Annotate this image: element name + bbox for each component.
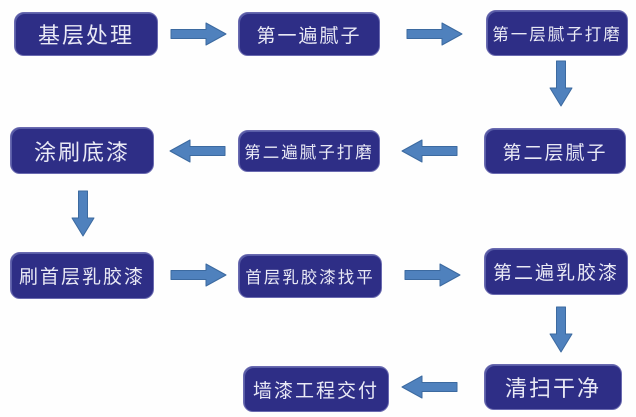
flow-node-cleanup: 清扫干净	[484, 364, 622, 410]
flow-node-first-putty-coat: 第一遍腻子	[238, 12, 380, 56]
flow-node-second-putty-sanding: 第二遍腻子打磨	[238, 130, 380, 172]
arrow-down-icon	[70, 190, 96, 238]
arrow-left-icon	[400, 374, 458, 400]
flow-node-first-latex-leveling: 首层乳胶漆找平	[238, 254, 382, 298]
flow-node-first-putty-sanding: 第一层腻子打磨	[486, 10, 628, 56]
arrow-down-icon	[548, 60, 574, 108]
flow-node-project-delivery: 墙漆工程交付	[243, 366, 389, 412]
flow-node-first-latex-coat: 刷首层乳胶漆	[10, 252, 154, 299]
arrow-left-icon	[168, 138, 226, 164]
arrow-right-icon	[170, 262, 228, 288]
arrow-right-icon	[406, 21, 464, 47]
arrow-right-icon	[170, 21, 228, 47]
flow-node-second-putty-coat: 第二层腻子	[484, 128, 626, 174]
arrow-down-icon	[548, 306, 574, 354]
arrow-right-icon	[404, 262, 462, 288]
flow-node-base-surface-treatment: 基层处理	[14, 12, 158, 56]
flow-node-second-latex-coat: 第二遍乳胶漆	[484, 248, 628, 295]
flow-node-primer-coating: 涂刷底漆	[10, 127, 154, 174]
arrow-left-icon	[400, 138, 458, 164]
